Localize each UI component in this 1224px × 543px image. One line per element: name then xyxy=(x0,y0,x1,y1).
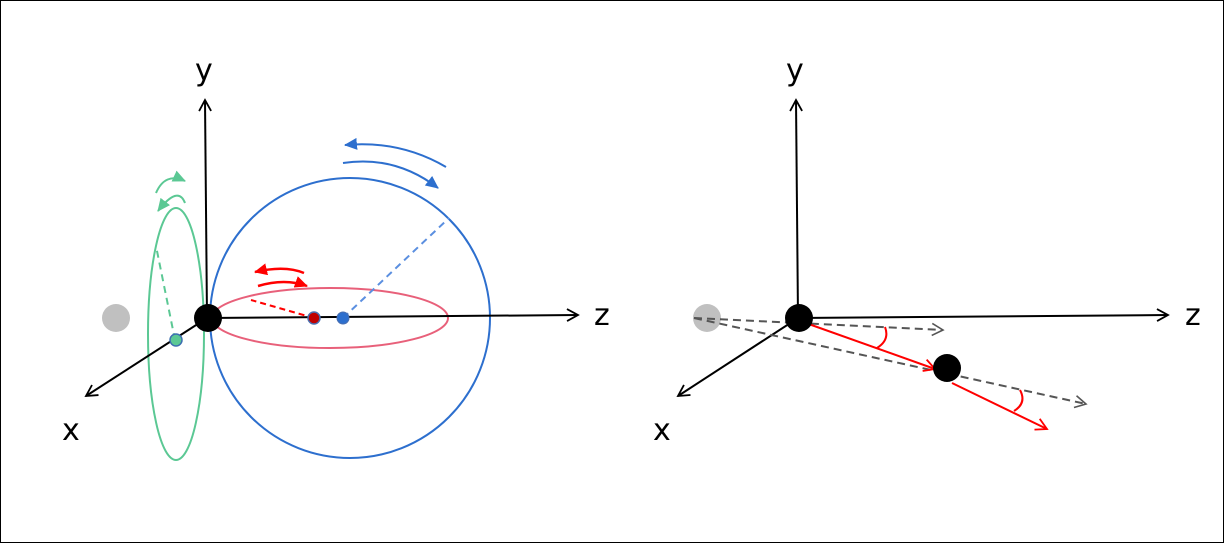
red-point xyxy=(307,311,321,325)
angle-arc-2 xyxy=(1013,389,1024,412)
z-axis-label: z xyxy=(594,298,610,333)
red-vector-2 xyxy=(951,382,1049,431)
z-axis-label: z xyxy=(1185,298,1201,333)
dashed-reference-1 xyxy=(693,317,945,337)
z-axis xyxy=(206,308,580,322)
y-axis-label: y xyxy=(195,53,213,88)
green-rotation-arrow-up xyxy=(155,170,186,194)
second-atom xyxy=(933,354,961,382)
green-point xyxy=(169,333,183,347)
ghost-atom xyxy=(693,304,721,332)
red-rotation-arrow-back xyxy=(254,263,305,276)
red-rotation-arrow-forward xyxy=(257,276,308,288)
ghost-atom xyxy=(102,304,130,332)
origin-atom xyxy=(785,304,813,332)
green-dashed-radius xyxy=(155,245,176,341)
x-axis xyxy=(84,317,208,398)
y-axis xyxy=(198,98,212,319)
x-axis-label: x xyxy=(653,413,671,448)
green-rotation-ring xyxy=(147,207,205,461)
blue-rotation-arrow-back xyxy=(344,137,447,168)
origin-atom xyxy=(194,304,222,332)
angle-arc-1 xyxy=(876,326,888,349)
blue-dashed-radius xyxy=(342,217,450,319)
red-vector-1 xyxy=(802,321,937,372)
x-axis-label: x xyxy=(62,413,80,448)
dashed-reference-2 xyxy=(693,317,1088,409)
y-axis-label: y xyxy=(786,53,804,88)
left-panel: y z x xyxy=(62,53,610,461)
red-dashed-radius xyxy=(250,299,315,319)
green-rotation-arrow-down xyxy=(157,194,186,212)
z-axis xyxy=(797,308,1170,322)
right-panel: y z x xyxy=(653,53,1201,448)
x-axis xyxy=(676,317,799,398)
blue-rotation-arrow-forward xyxy=(342,160,439,189)
blue-point xyxy=(336,311,350,325)
y-axis xyxy=(789,98,803,319)
